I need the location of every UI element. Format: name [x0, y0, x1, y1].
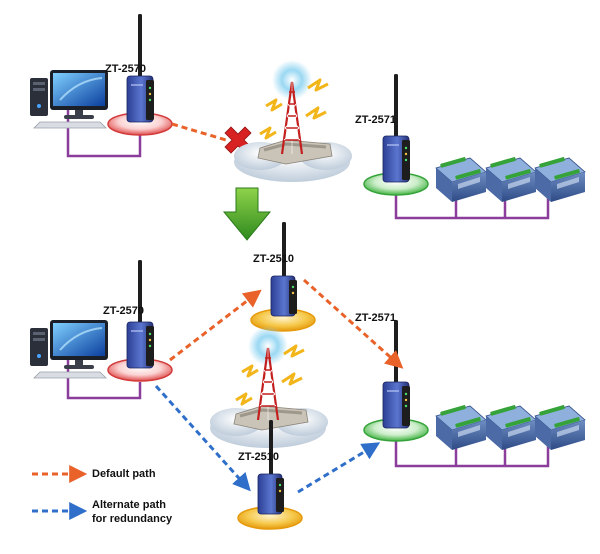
default-path-arrow: [169, 289, 262, 362]
top-failed-path: [171, 122, 227, 142]
top-gateway-label: ZT-2570: [105, 63, 146, 75]
legend: [32, 465, 88, 520]
bottom-repeater-bottom-label: ZT-2510: [238, 451, 279, 463]
io-module-icon: [534, 156, 586, 203]
legend-alternate-label-line2: for redundancy: [92, 513, 173, 525]
legend-default-label: Default path: [92, 468, 156, 480]
bottom-repeater-top-label: ZT-2510: [253, 253, 294, 265]
legend-alternate-label-line1: Alternate path: [92, 499, 166, 511]
zigbee-device-icon: [382, 73, 411, 183]
zigbee-device-icon: [270, 221, 298, 317]
io-module-icon: [435, 404, 487, 451]
wire-bottom-computer: [66, 360, 142, 400]
io-module-icon: [485, 156, 537, 203]
wire-top-modules: [394, 190, 550, 220]
radio-tower-icon: [232, 58, 354, 184]
bottom-gateway-label: ZT-2570: [103, 305, 144, 317]
io-module-icon: [435, 156, 487, 203]
io-module-icon: [534, 404, 586, 451]
zigbee-device-icon: [382, 319, 411, 429]
alternate-path-arrow: [297, 442, 381, 494]
default-path-arrow: [303, 278, 404, 369]
wire-bottom-modules: [394, 436, 550, 468]
top-router-label: ZT-2571: [355, 114, 396, 126]
alternate-path-arrow: [154, 384, 251, 492]
io-module-icon: [485, 404, 537, 451]
down-arrow-icon: [222, 187, 272, 241]
bottom-router-label: ZT-2571: [355, 312, 396, 324]
wire-top-computer: [66, 108, 142, 158]
